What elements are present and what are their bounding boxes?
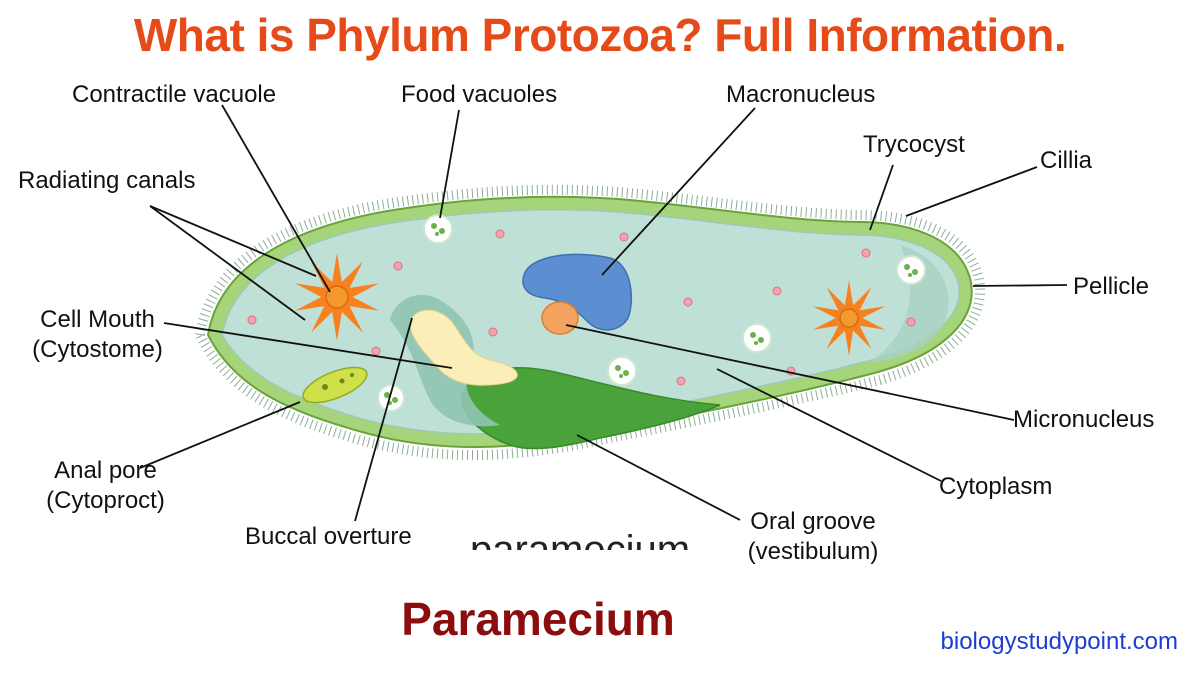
label-oral-groove-line1: Oral groove bbox=[750, 508, 876, 535]
contractile-vacuole-left bbox=[295, 253, 379, 341]
label-pellicle: Pellicle bbox=[1073, 273, 1150, 300]
label-anal-pore: Anal pore (Cytoproct) bbox=[28, 456, 183, 516]
label-buccal-overture: Buccal overture bbox=[245, 523, 412, 550]
label-radiating-canals: Radiating canals bbox=[18, 167, 196, 194]
label-cell-mouth-line1: Cell Mouth bbox=[40, 306, 155, 333]
page-title: What is Phylum Protozoa? Full Informatio… bbox=[133, 9, 1067, 61]
label-anal-pore-line1: Anal pore bbox=[54, 457, 157, 484]
contractile-vacuole-right bbox=[812, 280, 886, 356]
food-vacuole bbox=[896, 255, 926, 285]
leader-lines bbox=[139, 104, 1068, 522]
label-cillia: Cillia bbox=[1040, 147, 1093, 174]
cropped-watermark-text: paramecium bbox=[470, 526, 720, 550]
micronucleus bbox=[541, 301, 579, 335]
label-cytoplasm: Cytoplasm bbox=[939, 473, 1053, 500]
label-cell-mouth: Cell Mouth (Cytostome) bbox=[20, 305, 175, 365]
cilia-fringe bbox=[194, 184, 986, 460]
label-macronucleus: Macronucleus bbox=[726, 81, 876, 108]
oral-groove bbox=[461, 367, 721, 450]
label-anal-pore-line2: (Cytoproct) bbox=[46, 487, 165, 514]
diagram-caption: Paramecium bbox=[401, 593, 675, 645]
food-vacuole bbox=[423, 214, 453, 244]
label-micronucleus: Micronucleus bbox=[1013, 406, 1155, 433]
label-contractile-vacuole: Contractile vacuole bbox=[72, 81, 277, 108]
food-vacuole bbox=[607, 356, 637, 386]
label-oral-groove-line2: (vestibulum) bbox=[747, 538, 879, 565]
label-food-vacuoles: Food vacuoles bbox=[401, 81, 558, 108]
site-link[interactable]: biologystudypoint.com bbox=[940, 628, 1178, 655]
food-vacuole bbox=[377, 384, 405, 412]
label-cell-mouth-line2: (Cytostome) bbox=[32, 336, 163, 363]
food-vacuole bbox=[742, 323, 772, 353]
watermark-text: paramecium bbox=[470, 528, 691, 550]
label-oral-groove: Oral groove (vestibulum) bbox=[733, 507, 893, 567]
label-trycocyst: Trycocyst bbox=[863, 131, 965, 158]
